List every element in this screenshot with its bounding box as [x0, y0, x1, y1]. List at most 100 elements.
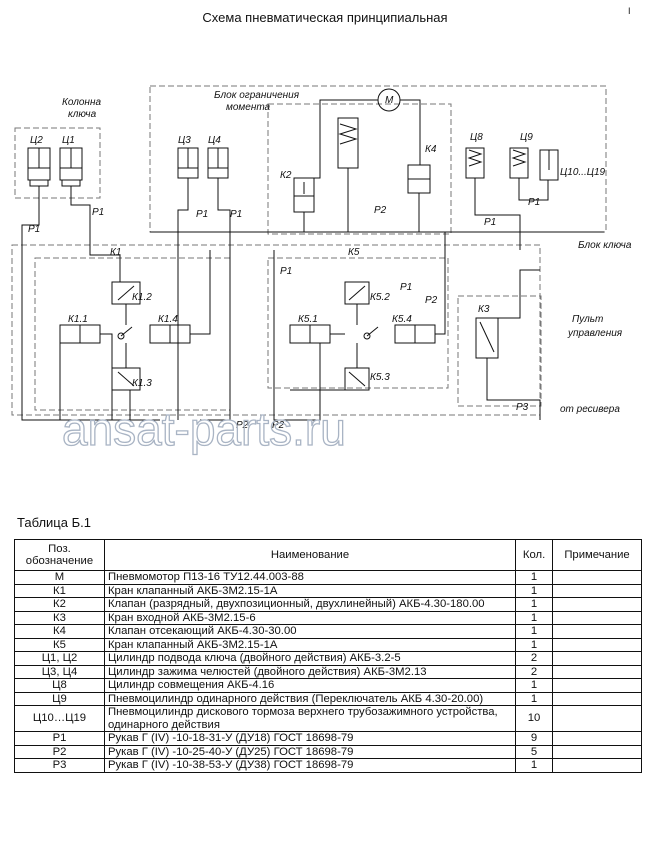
cell-qty: 1 [515, 637, 554, 652]
valve-k3 [475, 317, 499, 359]
cell-name: Пневмоцилиндр дискового тормоза верхнего… [103, 705, 517, 732]
cylinder-c1 [59, 147, 83, 187]
cell-qty: 1 [515, 758, 554, 773]
spec-table: Поз. обозначение Наименование Кол. Приме… [14, 539, 642, 773]
cell-note [552, 731, 642, 746]
header-qty: Кол. [515, 539, 554, 571]
cell-name: Цилиндр зажима челюстей (двойного действ… [103, 664, 517, 679]
cell-note [552, 744, 642, 759]
label-p1-f: Р1 [400, 282, 412, 293]
label-k1: К1 [110, 247, 121, 258]
cell-pos: К1 [14, 583, 105, 598]
label-p1-a: Р1 [28, 224, 40, 235]
cylinder-c4 [207, 147, 229, 179]
cell-note [552, 610, 642, 625]
cell-pos: К2 [14, 597, 105, 612]
header-pos: Поз. обозначение [14, 539, 105, 571]
cell-note [552, 691, 642, 706]
label-k5-3: К5.3 [370, 372, 390, 383]
label-p1-h: Р1 [528, 197, 540, 208]
cell-name: Цилиндр совмещения АКБ-4.16 [103, 678, 517, 693]
cell-name: Клапан отсекающий АКБ-4.30-30.00 [103, 624, 517, 639]
cell-name: Рукав Г (IV) -10-38-53-У (ДУ38) ГОСТ 186… [103, 758, 517, 773]
cell-note [552, 705, 642, 732]
valve-k1-1 [59, 324, 101, 344]
cell-note [552, 624, 642, 639]
cell-name: Рукав Г (IV) -10-18-31-У (ДУ18) ГОСТ 186… [103, 731, 517, 746]
cell-pos: Р1 [14, 731, 105, 746]
cell-name: Цилиндр подвода ключа (двойного действия… [103, 651, 517, 666]
cell-qty: 10 [515, 705, 554, 732]
label-k4: К4 [425, 144, 437, 155]
label-ot-resivera: от ресивера [560, 404, 620, 415]
cell-qty: 1 [515, 691, 554, 706]
cell-qty: 5 [515, 744, 554, 759]
cell-pos: Р2 [14, 744, 105, 759]
cell-qty: 1 [515, 624, 554, 639]
cylinder-c2 [27, 147, 51, 187]
label-c1: Ц1 [62, 135, 75, 146]
cell-pos: К3 [14, 610, 105, 625]
cell-qty: 2 [515, 651, 554, 666]
label-p1-c: Р1 [196, 209, 208, 220]
cell-note [552, 597, 642, 612]
label-k5-4: К5.4 [392, 314, 412, 325]
cell-pos: Ц10…Ц19 [14, 705, 105, 732]
valve-k5-3 [344, 367, 370, 391]
cylinder-c10-c19 [539, 149, 559, 181]
header-note: Примечание [552, 539, 642, 571]
label-c4: Ц4 [208, 135, 221, 146]
cell-note [552, 583, 642, 598]
label-c10-c19: Ц10...Ц19 [560, 167, 606, 178]
cell-pos: М [14, 570, 105, 585]
label-p1-e: Р1 [280, 266, 292, 277]
cell-name: Рукав Г (IV) -10-25-40-У (ДУ25) ГОСТ 186… [103, 744, 517, 759]
cell-pos: Ц9 [14, 691, 105, 706]
cell-note [552, 637, 642, 652]
label-k1-1: К1.1 [68, 314, 88, 325]
pneumatic-diagram: Колонна ключа Ц2 Ц1 Ц3 Ц4 Блок ограничен… [11, 85, 632, 456]
cell-name: Кран входной АКБ-3М2.15-6 [103, 610, 517, 625]
corner-mark: I [628, 6, 631, 16]
cell-note [552, 651, 642, 666]
cell-qty: 1 [515, 583, 554, 598]
cell-qty: 2 [515, 664, 554, 679]
cell-name: Кран клапанный АКБ-3М2.15-1А [103, 637, 517, 652]
label-k1-3: К1.3 [132, 378, 152, 389]
label-c3: Ц3 [178, 135, 191, 146]
page-title: Схема пневматическая принципиальная [202, 10, 448, 25]
diagram-labels: Колонна ключа Ц2 Ц1 Ц3 Ц4 Блок ограничен… [28, 90, 632, 431]
cell-pos: Р3 [14, 758, 105, 773]
label-k3: К3 [478, 304, 490, 315]
cell-name: Клапан (разрядный, двухпозиционный, двух… [103, 597, 517, 612]
valve-k5-2 [344, 281, 370, 305]
label-k1-4: К1.4 [158, 314, 178, 325]
label-p1-b: Р1 [92, 207, 104, 218]
table-header-row: Поз. обозначение Наименование Кол. Приме… [14, 539, 642, 571]
cell-name: Пневмомотор П13-16 ТУ12.44.003-88 [103, 570, 517, 585]
label-c9: Ц9 [520, 132, 533, 143]
label-motor: M [385, 95, 394, 106]
cell-qty: 1 [515, 678, 554, 693]
label-c2: Ц2 [30, 135, 43, 146]
valve-k4 [407, 164, 431, 194]
table-caption: Таблица Б.1 [17, 515, 91, 530]
label-kolonna: Колонна [62, 97, 101, 108]
cell-name: Кран клапанный АКБ-3М2.15-1А [103, 583, 517, 598]
label-upravleniya: управления [567, 328, 623, 339]
lever-k5 [363, 326, 379, 340]
label-p3: Р3 [516, 402, 529, 413]
